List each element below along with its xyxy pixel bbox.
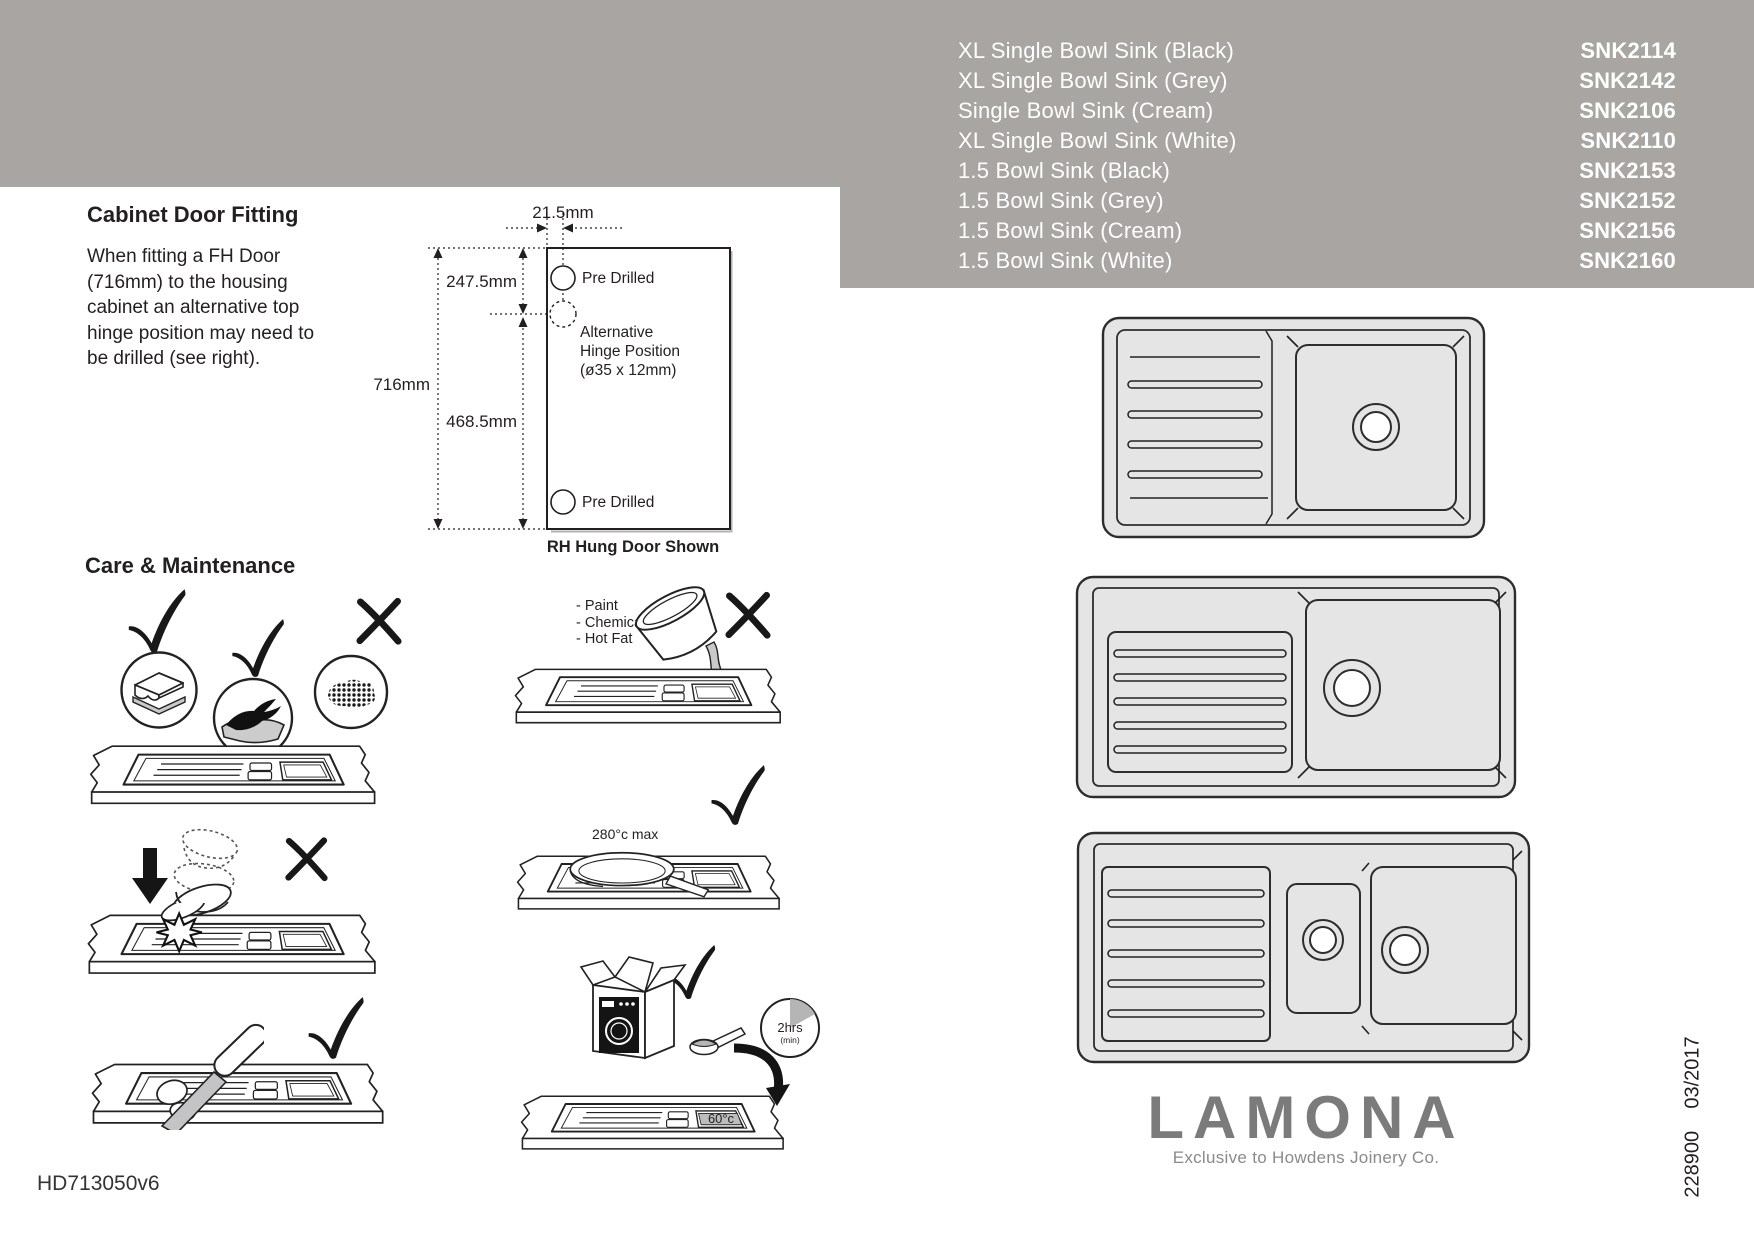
pre-drilled-label-bottom: Pre Drilled: [582, 494, 654, 511]
scourer-icon: [313, 654, 389, 730]
drain-hole: [1309, 926, 1337, 954]
sink-illustration-single-bowl-raised-drainer: [1075, 575, 1517, 799]
alt-hinge-label-3: (ø35 x 12mm): [580, 362, 676, 379]
sink-drawing-pouring: [505, 658, 795, 741]
product-code: SNK2114: [1580, 38, 1676, 63]
cloth-wipe-icon: [212, 677, 294, 759]
down-arrow-icon: [132, 848, 168, 904]
alt-hinge-label-1: Alternative: [580, 324, 653, 341]
product-code: SNK2153: [1579, 158, 1676, 183]
door-fitting-diagram: 21.5mm 716mm 247.5mm 468.5mm Pre Drilled…: [373, 203, 733, 556]
sponge-icon: [120, 651, 198, 729]
dim-21-5: 21.5mm: [532, 203, 593, 222]
document-code: HD713050v6: [37, 1172, 160, 1195]
brand-tagline: Exclusive to Howdens Joinery Co.: [1172, 1148, 1440, 1167]
sink-drawing-hot-pan: [508, 851, 793, 927]
sink-drawing-cleaning: [80, 734, 390, 823]
product-name: XL Single Bowl Sink (Grey): [958, 68, 1228, 93]
product-row: XL Single Bowl Sink (White) SNK2110: [958, 126, 1676, 156]
product-name: Single Bowl Sink (Cream): [958, 98, 1214, 123]
door-fitting-body: When fitting a FH Door (716mm) to the ho…: [87, 246, 315, 369]
pan-temp-label: 280°c max: [592, 826, 659, 842]
curved-arrow-icon: [733, 1043, 790, 1106]
alternative-hinge-hole: [549, 300, 577, 328]
cross-icon: [284, 836, 329, 882]
product-name: 1.5 Bowl Sink (Cream): [958, 218, 1183, 243]
detergent-box-icon: [579, 956, 747, 1060]
product-row: XL Single Bowl Sink (Grey) SNK2142: [958, 66, 1676, 96]
hot-water-fill: [697, 1113, 743, 1126]
impact-starburst: [156, 910, 203, 955]
product-name: 1.5 Bowl Sink (Black): [958, 158, 1171, 183]
product-code: SNK2160: [1579, 248, 1676, 273]
product-name: 1.5 Bowl Sink (Grey): [958, 188, 1164, 213]
timer-icon: 2hrs (min): [760, 998, 820, 1058]
product-code: SNK2156: [1579, 218, 1676, 243]
product-row: XL Single Bowl Sink (Black) SNK2114: [958, 36, 1676, 66]
dim-247-5: 247.5mm: [446, 272, 517, 291]
drain-hole: [1333, 669, 1371, 707]
check-icon: [306, 996, 366, 1060]
sink-drawing-hot-water: 60°c: [512, 1085, 797, 1167]
frying-pan: [569, 851, 675, 887]
product-name: XL Single Bowl Sink (Black): [958, 38, 1235, 63]
pre-drilled-hole-bottom: [550, 489, 576, 515]
product-code: SNK2106: [1579, 98, 1676, 123]
main-bowl: [1370, 866, 1517, 1025]
alt-hinge-label-2: Hinge Position: [580, 343, 680, 360]
sink-drawing-impact: [78, 903, 390, 993]
cross-icon: [355, 596, 403, 646]
sink-illustration-single-bowl: [1101, 316, 1486, 539]
dim-468-5: 468.5mm: [446, 412, 517, 431]
sink-illustration-1-5-bowl: [1076, 831, 1531, 1064]
product-row: Single Bowl Sink (Cream) SNK2106: [958, 96, 1676, 126]
knife-icon: [160, 1023, 264, 1130]
care-title: Care & Maintenance: [85, 553, 296, 578]
pre-drilled-label-top: Pre Drilled: [582, 270, 654, 287]
dim-716: 716mm: [373, 375, 430, 394]
brand-logo: LAMONA: [1147, 1084, 1465, 1151]
door-fitting-title: Cabinet Door Fitting: [87, 202, 299, 227]
product-name: XL Single Bowl Sink (White): [958, 128, 1237, 153]
water-temp-label: 60°c: [708, 1111, 735, 1126]
check-icon: [126, 588, 188, 654]
product-code: SNK2110: [1580, 128, 1676, 153]
drain-hole: [1389, 934, 1421, 966]
product-code-banner: [840, 0, 1754, 288]
product-code: SNK2152: [1579, 188, 1676, 213]
check-icon: [230, 618, 286, 678]
timer-unit: (min): [780, 1035, 800, 1045]
drain-hole: [1360, 411, 1392, 443]
timer-value: 2hrs: [777, 1020, 803, 1035]
product-list: XL Single Bowl Sink (Black) SNK2114 XL Si…: [958, 36, 1676, 276]
product-row: 1.5 Bowl Sink (Grey) SNK2152: [958, 186, 1676, 216]
product-row: 1.5 Bowl Sink (Cream) SNK2156: [958, 216, 1676, 246]
pre-drilled-hole-top: [550, 265, 576, 291]
check-icon: [708, 764, 768, 826]
product-name: 1.5 Bowl Sink (White): [958, 248, 1173, 273]
product-row: 1.5 Bowl Sink (White) SNK2160: [958, 246, 1676, 276]
door-diagram-caption: RH Hung Door Shown: [547, 538, 719, 556]
door-outline: [546, 247, 731, 530]
product-row: 1.5 Bowl Sink (Black) SNK2153: [958, 156, 1676, 186]
print-code: 228900 03/2017: [1681, 1036, 1704, 1198]
product-code: SNK2142: [1579, 68, 1676, 93]
